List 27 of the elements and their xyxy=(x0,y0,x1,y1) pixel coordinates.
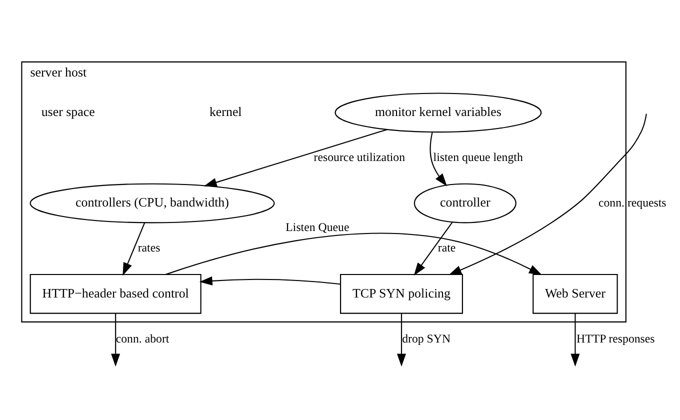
arrow xyxy=(199,276,340,286)
edge-label: Listen Queue xyxy=(286,220,350,234)
node-ellipse: monitor kernel variables xyxy=(334,92,542,133)
label: kernel xyxy=(209,104,242,119)
node-box: HTTP−header based control xyxy=(30,274,202,314)
edge-label: resource utilization xyxy=(314,150,406,164)
arrow xyxy=(570,313,580,367)
edge-label: rates xyxy=(138,240,160,255)
arrow xyxy=(430,132,448,186)
arrow xyxy=(166,232,542,276)
arrow xyxy=(396,313,406,367)
node-box: Web Server xyxy=(532,274,618,314)
node-ellipse: controller xyxy=(414,183,516,224)
arrow xyxy=(122,222,146,276)
arrow xyxy=(414,222,453,276)
arrow xyxy=(204,129,388,187)
edge-label: rate xyxy=(438,240,456,255)
edge-label: drop SYN xyxy=(402,331,451,346)
label: user space xyxy=(41,104,95,119)
node-box: TCP SYN policing xyxy=(340,274,463,314)
edge-label: listen queue length xyxy=(433,150,523,164)
edge-label: HTTP responses xyxy=(576,331,655,346)
edge-label: conn. requests xyxy=(598,195,666,210)
arrow xyxy=(448,114,647,276)
arrow xyxy=(111,313,120,367)
edge-label: conn. abort xyxy=(116,331,170,346)
node-ellipse: controllers (CPU, bandwidth) xyxy=(30,183,275,224)
